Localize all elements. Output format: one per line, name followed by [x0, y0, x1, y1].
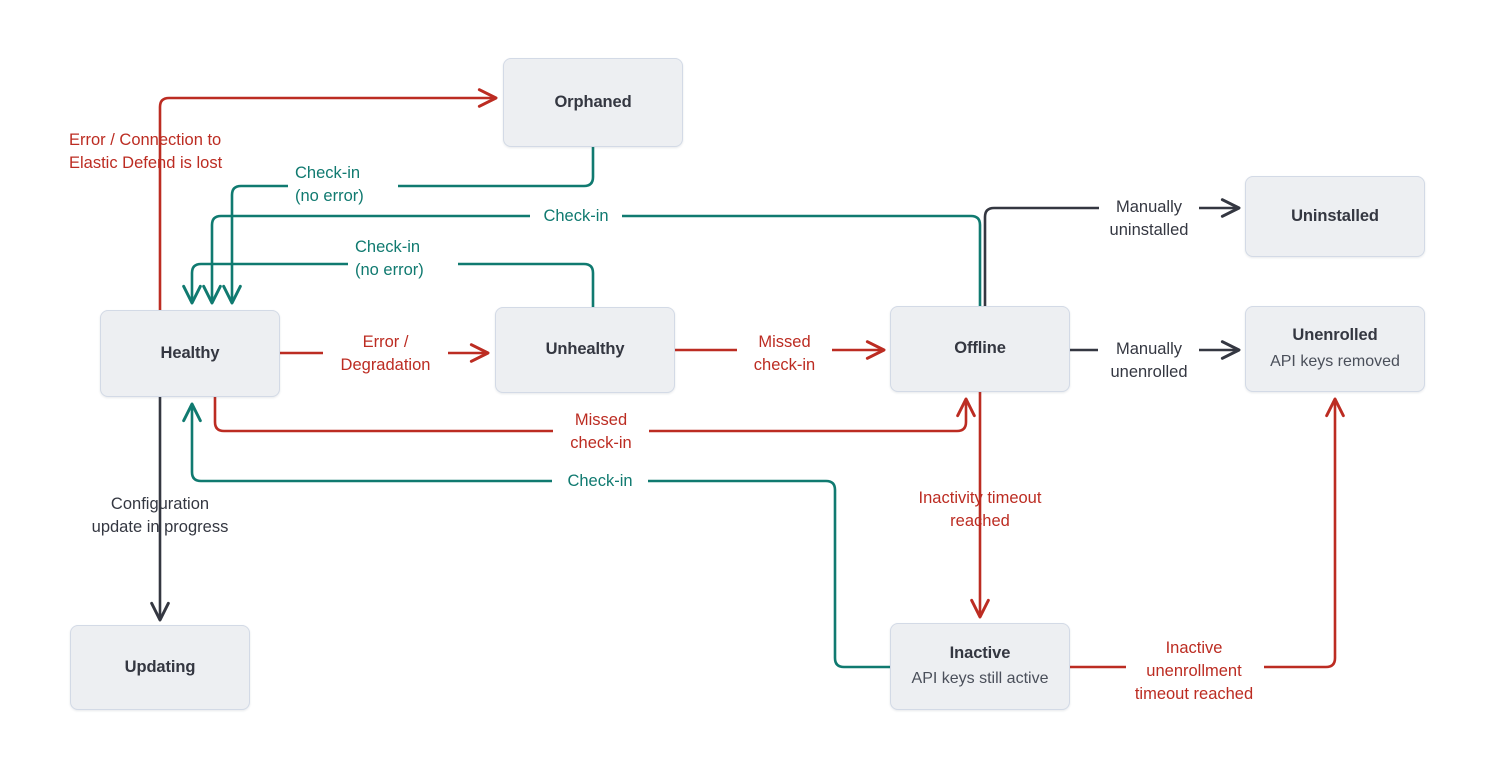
edge-label-healthy-to-updating: Configuration update in progress — [91, 495, 229, 536]
node-inactive-title: Inactive — [949, 643, 1011, 662]
edge-label-unhealthy-to-healthy: Check-in (no error) — [348, 236, 458, 282]
edge-label-offline-to-inactive: Inactivity timeout reached — [918, 489, 1042, 530]
node-unenrolled[interactable]: Unenrolled API keys removed — [1245, 306, 1425, 392]
node-uninstalled-title: Uninstalled — [1291, 206, 1379, 225]
edge-label-inactive-to-unenrolled: Inactive unenrollment timeout reached — [1134, 639, 1254, 703]
wire-offline-to-uninstalled — [983, 208, 1239, 306]
edge-label-unhealthy-to-offline: Missed check-in — [737, 331, 832, 377]
node-offline[interactable]: Offline — [890, 306, 1070, 392]
edge-label-offline-to-uninstalled: Manually uninstalled — [1109, 198, 1189, 239]
wire-orphaned-to-healthy — [222, 147, 595, 305]
node-unenrolled-subtitle: API keys removed — [1270, 352, 1400, 370]
node-healthy-title: Healthy — [160, 343, 220, 362]
node-inactive[interactable]: Inactive API keys still active — [890, 623, 1070, 710]
edge-label-healthy-to-orphaned: Error / Connection to Elastic Defend is … — [69, 131, 223, 172]
node-uninstalled[interactable]: Uninstalled — [1245, 176, 1425, 257]
edge-label-offline-to-healthy: Check-in — [530, 205, 622, 228]
node-unenrolled-title: Unenrolled — [1292, 326, 1378, 345]
node-inactive-subtitle: API keys still active — [911, 670, 1049, 688]
node-offline-title: Offline — [954, 339, 1006, 358]
wire-inactive-to-healthy — [182, 402, 890, 669]
edge-label-inactive-to-healthy: Check-in — [552, 470, 648, 493]
wire-healthy-to-orphaned — [158, 88, 498, 310]
wire-offline-to-healthy — [202, 214, 982, 306]
edge-label-healthy-to-unhealthy: Error / Degradation — [323, 331, 448, 377]
edge-label-offline-to-unenrolled: Manually unenrolled — [1110, 340, 1188, 381]
node-orphaned-title: Orphaned — [554, 92, 632, 111]
node-updating[interactable]: Updating — [70, 625, 250, 710]
node-healthy[interactable]: Healthy — [100, 310, 280, 397]
node-orphaned[interactable]: Orphaned — [503, 58, 683, 147]
wire-inactive-to-unenrolled — [1070, 399, 1335, 669]
node-updating-title: Updating — [124, 657, 196, 676]
node-unhealthy[interactable]: Unhealthy — [495, 307, 675, 393]
edge-label-healthy-to-offline: Missed check-in — [553, 409, 649, 455]
node-unhealthy-title: Unhealthy — [545, 340, 625, 359]
edge-label-orphaned-to-healthy: Check-in (no error) — [288, 162, 398, 208]
